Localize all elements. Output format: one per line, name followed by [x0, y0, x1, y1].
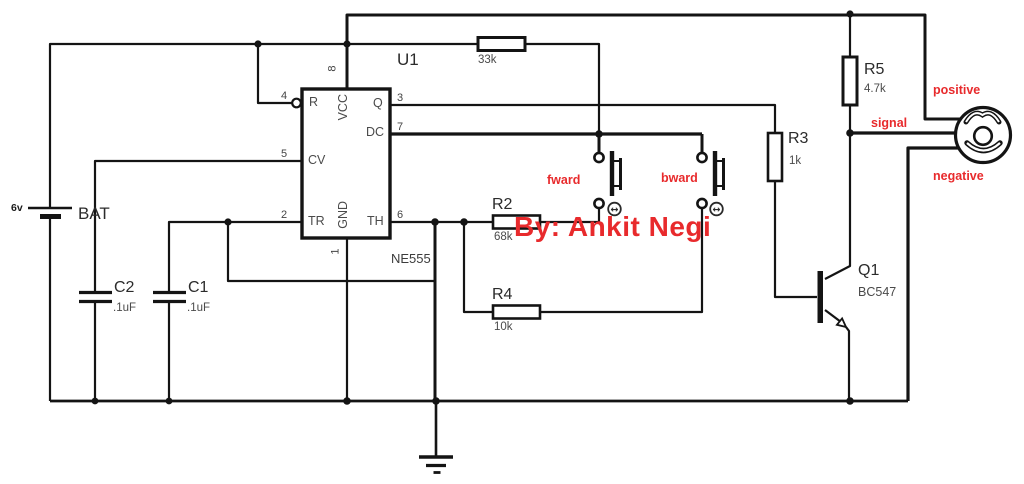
motor-signal-label: signal [871, 116, 908, 130]
drag-handle-icon[interactable]: ↔ [709, 201, 724, 217]
r3-value-label: 1k [789, 155, 802, 167]
r4-ref-label: R4 [492, 286, 513, 303]
wire-33k-to-dc [525, 42, 601, 134]
pin6-number: 6 [397, 209, 404, 221]
svg-text:↔: ↔ [713, 205, 721, 216]
wire-collector [824, 133, 852, 280]
motor-negative-label: negative [933, 169, 984, 183]
wire-tr-to-c1 [167, 220, 302, 292]
watermark-credit: By: Ankit Negi [514, 211, 712, 242]
r2-value-label: 68k [494, 231, 513, 243]
pin8-number: 8 [326, 65, 339, 72]
pin-label-reset: R [309, 95, 319, 109]
pin2-number: 2 [281, 209, 288, 221]
pin7-number: 7 [397, 121, 404, 133]
r5-ref-label: R5 [864, 61, 885, 78]
pin-label-q: Q [373, 96, 383, 110]
pin-label-tr: TR [308, 214, 325, 228]
battery-ref-label: BAT [78, 204, 110, 223]
wire-emitter [824, 309, 842, 323]
c1-ref-label: C1 [188, 279, 209, 296]
wire-r3-to-base [773, 181, 817, 299]
svg-text:↔: ↔ [611, 205, 619, 216]
wire-tr-junction [226, 222, 435, 283]
drag-handle-icon[interactable]: ↔ [607, 201, 622, 217]
pin4-number: 4 [281, 90, 288, 102]
junction-dots [91, 10, 854, 405]
pin-label-vcc: VCC [336, 94, 350, 121]
wire-r4-to-bward [540, 208, 704, 314]
pin1-number: 1 [329, 248, 342, 255]
motor-positive-label: positive [933, 83, 981, 97]
wire-top-rail-positive [345, 13, 960, 121]
resistor-33k-body [476, 36, 527, 52]
pin3-number: 3 [397, 92, 404, 104]
pin-label-gnd: GND [336, 201, 350, 229]
transistor-q1-symbol [817, 271, 848, 329]
wire-reset-pin4 [256, 44, 292, 105]
q1-ref-label: Q1 [858, 262, 880, 279]
capacitor-c1-symbol [153, 290, 186, 304]
battery-voltage-label: 6v [11, 202, 23, 214]
pushbutton-backward[interactable]: ↔ [696, 151, 725, 217]
resistor-r2-body [491, 214, 542, 230]
wire-cv-to-c2 [93, 159, 302, 292]
wire-th-to-r4 [462, 222, 493, 314]
capacitor-c2-symbol [79, 290, 112, 304]
ground-symbol [419, 401, 453, 474]
resistor-r5-body [841, 55, 859, 107]
emitter-arrow [835, 316, 848, 329]
resistor-r4-body [491, 304, 542, 320]
c1-value-label: .1uF [187, 302, 211, 314]
motor-symbol [953, 105, 1013, 165]
r2-ref-label: R2 [492, 196, 513, 213]
r4-value-label: 10k [494, 321, 513, 333]
ic-ref-label: U1 [397, 50, 419, 69]
wire-emitter-to-gnd [845, 326, 851, 401]
wire-motor-negative [906, 146, 958, 401]
pin5-number: 5 [281, 148, 288, 160]
wire-r2-to-fward [540, 208, 601, 224]
ic-ne555-body [300, 87, 392, 240]
wire-out-to-r3 [390, 103, 777, 133]
q1-part-label: BC547 [858, 285, 897, 299]
wires [48, 13, 960, 403]
resistor-r3-body [766, 131, 784, 183]
backward-button-label: bward [661, 171, 698, 185]
r3-ref-label: R3 [788, 130, 809, 147]
pin-label-th: TH [367, 214, 384, 228]
c2-ref-label: C2 [114, 279, 135, 296]
r5-value-label: 4.7k [864, 83, 886, 95]
battery-symbol [28, 206, 72, 219]
ic-part-label: NE555 [391, 251, 431, 266]
reset-inversion-bubble [291, 97, 302, 109]
wire-vplus-rail [48, 42, 478, 208]
pin-label-dc: DC [366, 125, 385, 139]
pin-label-cv: CV [308, 153, 326, 167]
c2-value-label: .1uF [113, 302, 137, 314]
pushbutton-forward[interactable]: ↔ [593, 151, 622, 217]
forward-button-label: fward [547, 173, 581, 187]
r-top-value-label: 33k [478, 54, 497, 66]
